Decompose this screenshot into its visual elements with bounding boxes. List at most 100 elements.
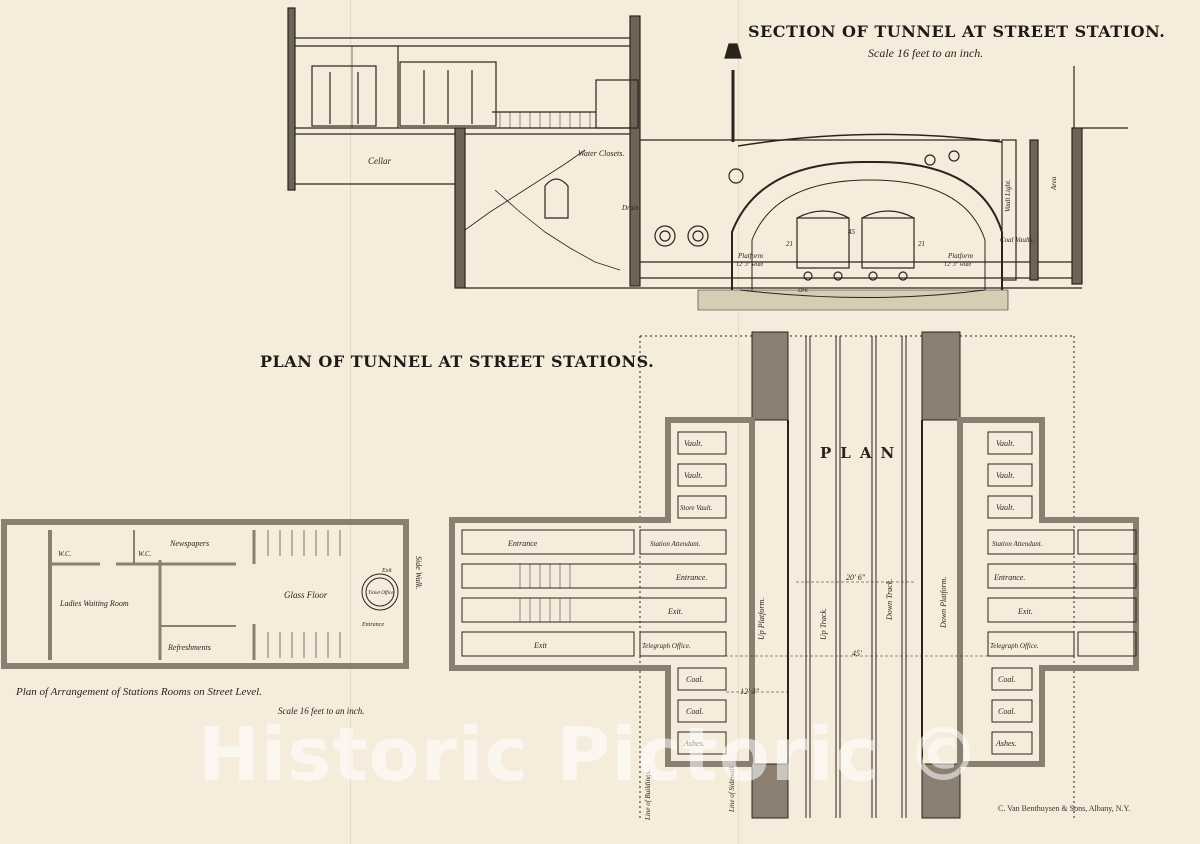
line-of-buildings-label: Line of Buildings. bbox=[644, 770, 652, 821]
line-of-sidewalk-label: Line of Sidewalk. bbox=[728, 763, 736, 813]
left-exit-passage bbox=[461, 597, 727, 623]
left-ashes bbox=[677, 731, 727, 755]
left-telegraph-label: Telegraph Office. bbox=[642, 642, 691, 650]
printer-credit: C. Van Benthuysen & Sons, Albany, N.Y. bbox=[998, 804, 1131, 813]
left-vault-2-label: Vault. bbox=[684, 471, 702, 480]
right-ashes-label: Ashes. bbox=[995, 739, 1017, 748]
left-store-vault-label: Store Vault. bbox=[680, 504, 713, 512]
ladies-waiting-room-label: Ladies Waiting Room bbox=[59, 599, 129, 608]
right-vault-3 bbox=[987, 495, 1033, 519]
stairs-upper bbox=[464, 149, 586, 231]
left-store-vault bbox=[677, 495, 727, 519]
plan-title: PLAN OF TUNNEL AT STREET STATIONS. bbox=[260, 352, 655, 371]
right-vault-1-label: Vault. bbox=[996, 439, 1014, 448]
drain-label: Drain bbox=[621, 204, 639, 212]
wc-cabinet bbox=[311, 65, 377, 127]
wc-1-label: W.C. bbox=[58, 550, 72, 558]
right-exit-label: Exit. bbox=[1017, 607, 1033, 616]
tunnel-arch bbox=[731, 160, 1003, 290]
right-coal-1-label: Coal. bbox=[998, 675, 1016, 684]
right-station-outline bbox=[957, 417, 1139, 767]
building-wall-left bbox=[287, 7, 296, 191]
platform-left-width: 12' 3" wide bbox=[736, 262, 763, 268]
dim-left: 21 bbox=[786, 240, 793, 248]
refreshments-label: Refreshments bbox=[167, 643, 211, 652]
cellar-wall bbox=[454, 127, 466, 289]
platform-width-dim: 12' 3" bbox=[740, 687, 760, 696]
rail-car-right bbox=[861, 217, 915, 269]
exit-label: Exit bbox=[381, 568, 392, 574]
right-vault-2-label: Vault. bbox=[996, 471, 1014, 480]
area-label: Area bbox=[1050, 176, 1058, 191]
left-exit-label: Exit. bbox=[667, 607, 683, 616]
platform-right-label: Platform bbox=[947, 252, 973, 260]
left-station-attendant-label: Station Attendant. bbox=[650, 540, 701, 548]
drain-bottom-label: Drn bbox=[797, 288, 808, 294]
right-vault-2 bbox=[987, 463, 1033, 487]
section-title: SECTION OF TUNNEL AT STREET STATION. bbox=[748, 22, 1166, 41]
water-closets-label: Water Closets. bbox=[578, 149, 624, 158]
window-right bbox=[595, 79, 639, 129]
left-station-attendant-room bbox=[639, 529, 727, 555]
left-entrance-label: Entrance. bbox=[675, 573, 707, 582]
up-platform-label: Up Platform. bbox=[757, 598, 766, 640]
ticket-office-booth bbox=[361, 573, 399, 611]
wc-2-label: W.C. bbox=[138, 550, 152, 558]
left-vault-1 bbox=[677, 431, 727, 455]
platform-right-width: 12' 3" wide bbox=[944, 262, 971, 268]
platform-left-label: Platform bbox=[737, 252, 763, 260]
ticket-office-label: Ticket Office bbox=[368, 591, 394, 596]
track-width-dim: 20' 6" bbox=[846, 573, 866, 582]
left-exit-passage-bottom bbox=[461, 631, 635, 657]
left-coal-1-label: Coal. bbox=[686, 675, 704, 684]
street-level-caption: Plan of Arrangement of Stations Rooms on… bbox=[16, 686, 262, 698]
right-vault-1 bbox=[987, 431, 1033, 455]
section-scale: Scale 16 feet to an inch. bbox=[868, 46, 984, 60]
right-coal-2 bbox=[991, 699, 1033, 723]
dim-right: 21 bbox=[918, 240, 925, 248]
right-vault-3-label: Vault. bbox=[996, 503, 1014, 512]
rail-car-left bbox=[796, 217, 850, 269]
street-level-scale: Scale 16 feet to an inch. bbox=[278, 706, 365, 716]
left-vault-1-label: Vault. bbox=[684, 439, 702, 448]
left-coal-1 bbox=[677, 667, 727, 691]
side-walk-label: Side Walk. bbox=[414, 556, 423, 589]
left-entrance-top-label: Entrance bbox=[507, 539, 538, 548]
right-ashes bbox=[991, 731, 1033, 755]
street-level-outline bbox=[1, 519, 409, 669]
plan-label: PLAN bbox=[820, 444, 903, 462]
glass-floor-label: Glass Floor bbox=[284, 590, 328, 600]
stairs-lower bbox=[494, 189, 621, 271]
entrance-label: Entrance bbox=[361, 622, 384, 628]
stair-hatching bbox=[267, 530, 341, 658]
right-station-attendant-room bbox=[987, 529, 1075, 555]
window-front bbox=[399, 61, 497, 127]
up-track-label: Up Track. bbox=[819, 608, 828, 640]
left-exit-bottom-label: Exit bbox=[533, 641, 548, 650]
left-entrance-passage-top bbox=[461, 529, 635, 555]
left-coal-2-label: Coal. bbox=[686, 707, 704, 716]
right-entrance-label: Entrance. bbox=[993, 573, 1025, 582]
dim-45: 45 bbox=[848, 228, 856, 236]
newspapers-label: Newspapers bbox=[169, 539, 209, 548]
vault-light-label: Vault Light. bbox=[1004, 179, 1012, 212]
right-coal-2-label: Coal. bbox=[998, 707, 1016, 716]
left-ashes-label: Ashes. bbox=[683, 739, 705, 748]
arched-door bbox=[544, 178, 569, 219]
right-coal-1 bbox=[991, 667, 1033, 691]
right-station-attendant-label: Station Attendant. bbox=[992, 540, 1043, 548]
paper-fold-line bbox=[350, 0, 351, 844]
down-platform-label: Down Platform. bbox=[939, 576, 948, 629]
down-track-label: Down Track. bbox=[885, 579, 894, 621]
tunnel-wall-top-left bbox=[751, 331, 789, 421]
left-entrance-passage bbox=[461, 563, 727, 589]
left-vault-2 bbox=[677, 463, 727, 487]
coal-vaults-label: Coal Vaults. bbox=[1000, 236, 1034, 244]
tunnel-wall-top-right bbox=[921, 331, 961, 421]
left-station-outline bbox=[449, 417, 755, 767]
right-telegraph-label: Telegraph Office. bbox=[990, 642, 1039, 650]
